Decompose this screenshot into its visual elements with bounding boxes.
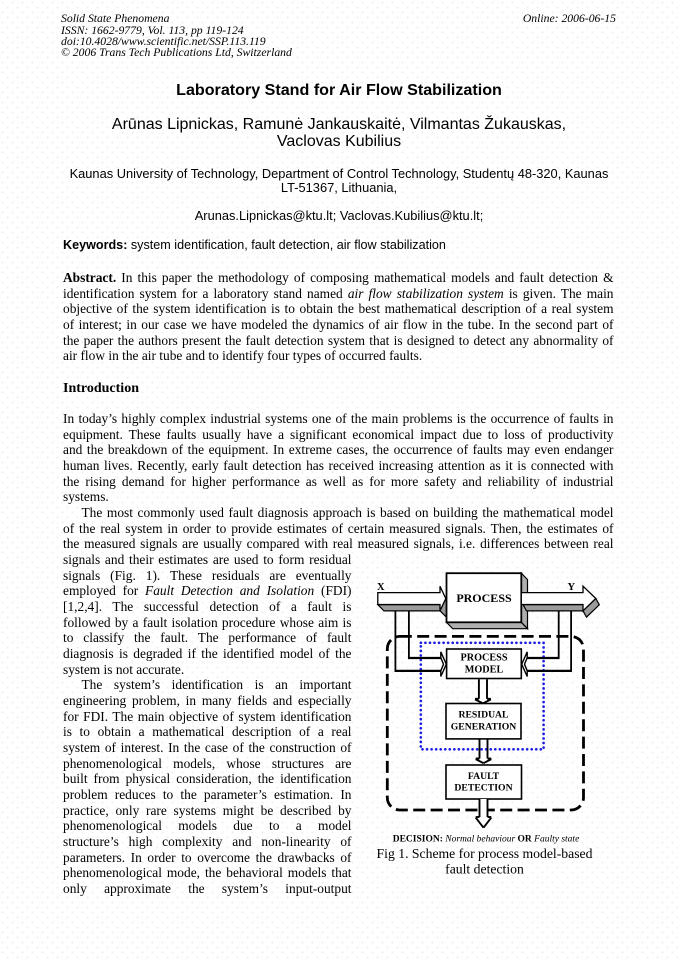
svg-text:X: X [377,582,385,593]
svg-text:FAULT: FAULT [468,771,500,782]
svg-text:GENERATION: GENERATION [451,722,517,733]
svg-text:fault detection: fault detection [445,862,524,877]
svg-text:PROCESS: PROCESS [461,653,508,664]
svg-text:MODEL: MODEL [465,665,504,676]
svg-text:Fig 1. Scheme for process mode: Fig 1. Scheme for process model-based [377,846,593,861]
svg-text:RESIDUAL: RESIDUAL [458,709,509,720]
svg-text:Y: Y [568,582,576,593]
svg-text:PROCESS: PROCESS [456,591,512,605]
svg-text:DETECTION: DETECTION [454,782,512,793]
svg-text:DECISION: Normal behaviour OR: DECISION: Normal behaviour OR Faulty sta… [393,834,580,844]
